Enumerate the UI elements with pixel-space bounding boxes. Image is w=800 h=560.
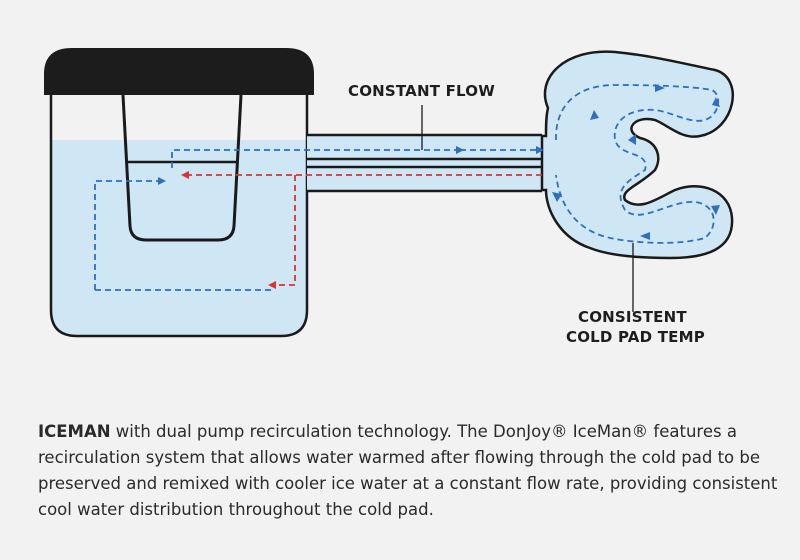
recirculation-diagram: CONSTANT FLOW CONSISTENT COLD PAD TEMP (44, 48, 734, 346)
pad-arrow-lower (711, 205, 720, 215)
pad-arrow-right (712, 97, 720, 107)
caption-paragraph: ICEMAN with dual pump recirculation tech… (38, 419, 778, 523)
flow-red-down (267, 175, 296, 290)
constant-flow-label: CONSTANT FLOW (348, 82, 495, 100)
consistent-temp-label-line1: CONSISTENT (578, 308, 687, 326)
pad-arrow-top (655, 84, 665, 92)
pad-arrow-bottom (640, 232, 650, 240)
cooler-tank (44, 48, 314, 338)
cooler-body-outline (49, 95, 309, 338)
caption-brand: ICEMAN (38, 421, 111, 441)
flow-blue-outbound (171, 145, 465, 168)
pad-arrow-left (552, 192, 562, 202)
flow-blue-pad-loop (555, 84, 720, 244)
pad-arrow-inner (628, 134, 636, 145)
flow-blue-cooler-loop (94, 176, 167, 290)
consistent-temp-label-line2: COLD PAD TEMP (566, 328, 705, 346)
pad-arrow-mid (590, 110, 599, 120)
hose-fill (307, 135, 542, 191)
hose-tube (307, 133, 542, 193)
ice-basket (121, 94, 243, 242)
cooler-lid (44, 48, 314, 95)
cooler-water (51, 140, 307, 336)
caption-text: with dual pump recirculation technology.… (38, 421, 778, 519)
